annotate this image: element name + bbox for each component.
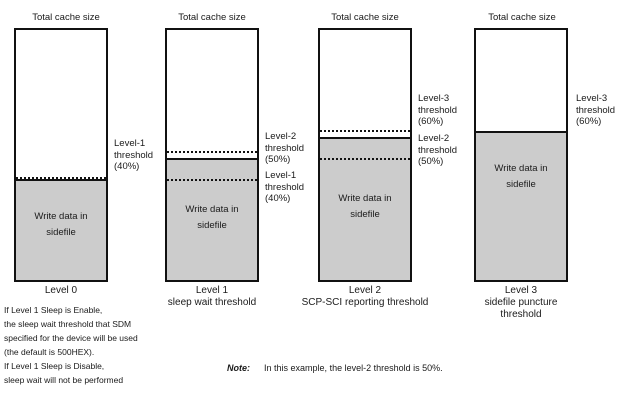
caption-level-2: Level 2 SCP-SCI reporting threshold	[295, 285, 435, 309]
threshold-note-level-3-3: Level-3 threshold (60%)	[576, 93, 615, 128]
threshold-note-level-0-1: Level-1 threshold (40%)	[114, 138, 153, 173]
threshold-note-line2: threshold	[265, 181, 305, 193]
threshold-note-line3: (50%)	[265, 154, 291, 165]
caption-line-2: sidefile puncture	[484, 297, 558, 308]
column-title-level-2: Total cache size	[331, 12, 399, 23]
threshold-note-line3: (40%)	[265, 193, 291, 204]
caption-line-2: SCP-SCI reporting threshold	[301, 297, 429, 308]
sidefile-region-level-0: Write data in sidefile	[16, 179, 106, 280]
column-title-level-3: Total cache size	[488, 12, 556, 23]
caption-line-3: threshold	[500, 309, 542, 320]
threshold-note-level-1-2: Level-2 threshold (50%)	[265, 131, 304, 166]
description-level-0: If Level 1 Sleep is Enable, the sleep wa…	[4, 303, 204, 387]
footer-note-label: Note:	[227, 363, 250, 373]
threshold-note-level-2-3: Level-3 threshold (60%)	[418, 93, 457, 128]
threshold-note-line1: Level-2	[418, 133, 450, 144]
sidefile-label-level-3: Write data in sidefile	[476, 161, 566, 193]
sidefile-label-line2: sidefile	[197, 220, 227, 231]
cache-bar-level-3: Write data in sidefile	[474, 28, 568, 282]
threshold-line-level-3	[320, 130, 410, 132]
column-title-level-1: Total cache size	[178, 12, 246, 23]
threshold-note-line3: (50%)	[418, 156, 444, 167]
sidefile-label-line1: Write data in	[494, 163, 548, 174]
description-line-2: the sleep wait threshold that SDM	[4, 319, 132, 329]
threshold-note-line1: Level-2	[265, 131, 297, 142]
footer-note-text: In this example, the level-2 threshold i…	[264, 363, 443, 373]
sidefile-label-line2: sidefile	[350, 209, 380, 220]
sidefile-label-line2: sidefile	[506, 179, 536, 190]
description-line-1: If Level 1 Sleep is Enable,	[4, 305, 103, 315]
threshold-line-level-1	[16, 177, 106, 179]
caption-line-1: Level 0	[44, 285, 78, 296]
sidefile-label-line1: Write data in	[185, 204, 239, 215]
description-line-6: sleep wait will not be performed	[4, 375, 124, 385]
threshold-note-line3: (40%)	[114, 161, 140, 172]
description-line-4: (the default is 500HEX).	[4, 347, 95, 357]
caption-line-1: Level 3	[504, 285, 538, 296]
threshold-note-line2: threshold	[418, 144, 458, 156]
cache-bar-level-0: Write data in sidefile	[14, 28, 108, 282]
description-line-3: specified for the device will be used	[4, 333, 138, 343]
caption-level-1: Level 1 sleep wait threshold	[150, 285, 274, 309]
caption-line-1: Level 1	[195, 285, 229, 296]
threshold-note-level-2-2: Level-2 threshold (50%)	[418, 133, 457, 168]
sidefile-region-level-3: Write data in sidefile	[476, 131, 566, 280]
threshold-line-level-2	[167, 151, 257, 153]
threshold-note-level-1-1: Level-1 threshold (40%)	[265, 170, 304, 205]
threshold-note-line2: threshold	[114, 149, 154, 161]
sidefile-label-line2: sidefile	[46, 227, 76, 238]
caption-line-2: sleep wait threshold	[167, 297, 257, 308]
threshold-line-level-2	[320, 158, 410, 160]
threshold-note-line2: threshold	[265, 142, 305, 154]
threshold-note-line2: threshold	[418, 104, 458, 116]
sidefile-label-level-2: Write data in sidefile	[320, 191, 410, 223]
footer-note: Note: In this example, the level-2 thres…	[227, 362, 443, 374]
threshold-note-line2: threshold	[576, 104, 616, 116]
sidefile-label-level-1: Write data in sidefile	[167, 202, 257, 234]
threshold-line-level-1	[167, 179, 257, 181]
threshold-note-line1: Level-3	[418, 93, 450, 104]
threshold-note-line1: Level-1	[114, 138, 146, 149]
threshold-note-line1: Level-3	[576, 93, 608, 104]
threshold-note-line1: Level-1	[265, 170, 297, 181]
sidefile-region-level-2: Write data in sidefile	[320, 137, 410, 280]
column-title-level-0: Total cache size	[32, 12, 100, 23]
caption-line-1: Level 2	[348, 285, 382, 296]
sidefile-region-level-1: Write data in sidefile	[167, 158, 257, 280]
caption-level-3: Level 3 sidefile puncture threshold	[474, 285, 568, 321]
sidefile-label-line1: Write data in	[338, 193, 392, 204]
threshold-note-line3: (60%)	[418, 116, 444, 127]
cache-bar-level-1: Write data in sidefile	[165, 28, 259, 282]
caption-level-0: Level 0	[14, 285, 108, 297]
threshold-note-line3: (60%)	[576, 116, 602, 127]
sidefile-label-line1: Write data in	[34, 211, 88, 222]
description-line-5: If Level 1 Sleep is Disable,	[4, 361, 105, 371]
sidefile-label-level-0: Write data in sidefile	[16, 209, 106, 241]
cache-bar-level-2: Write data in sidefile	[318, 28, 412, 282]
